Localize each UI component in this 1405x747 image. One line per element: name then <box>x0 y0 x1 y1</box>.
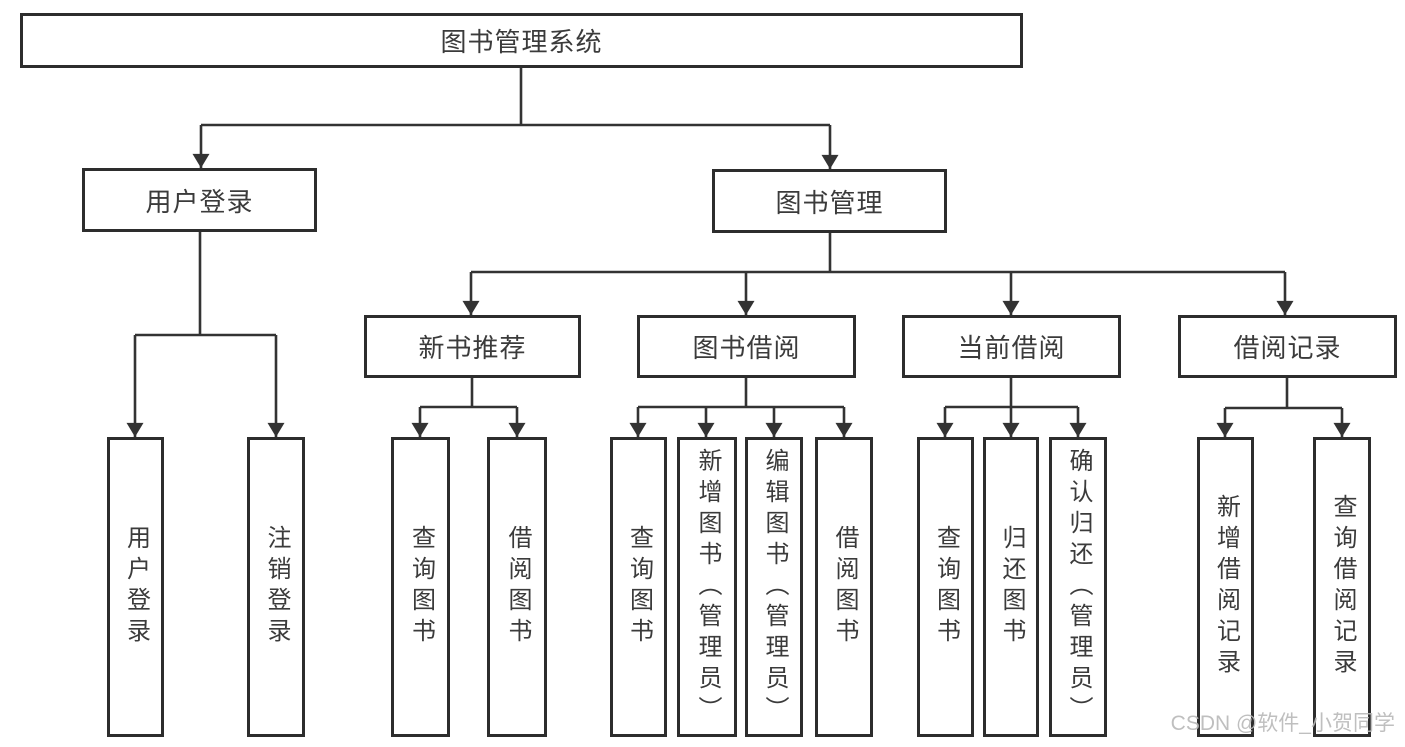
node-label: 查询借阅记录 <box>1329 494 1356 680</box>
node-label: 图书借阅 <box>692 333 801 363</box>
node-new-book-recommendation: 新书推荐 <box>364 315 581 378</box>
watermark: CSDN @软件_小贺同学 <box>1170 712 1395 735</box>
node-book-management: 图书管理 <box>712 169 947 233</box>
leaf-add-borrow-record: 新增借阅记录 <box>1197 437 1254 737</box>
node-label: 借阅图书 <box>504 525 531 649</box>
leaf-borrow-books-2: 借阅图书 <box>815 437 873 737</box>
leaf-borrow-books-1: 借阅图书 <box>487 437 547 737</box>
node-user-login: 用户登录 <box>82 168 317 232</box>
node-label: 新增借阅记录 <box>1212 494 1240 680</box>
leaf-query-books-3: 查询图书 <box>917 437 974 737</box>
node-label: 新书推荐 <box>418 333 527 363</box>
node-current-borrowing: 当前借阅 <box>902 315 1121 378</box>
node-label: 当前借阅 <box>957 333 1066 363</box>
node-label: 编辑图书（管理员） <box>761 447 788 727</box>
leaf-query-books-1: 查询图书 <box>391 437 450 737</box>
node-label: 注销登录 <box>263 525 290 649</box>
node-label: 归还图书 <box>998 525 1025 649</box>
leaf-query-borrow-record: 查询借阅记录 <box>1313 437 1371 737</box>
leaf-edit-books-admin: 编辑图书（管理员） <box>745 437 803 737</box>
node-label: 借阅记录 <box>1233 333 1342 363</box>
node-label: 查询图书 <box>932 525 960 649</box>
node-label: 用户登录 <box>145 186 254 217</box>
node-label: 确认归还（管理员） <box>1065 447 1092 727</box>
leaf-user-login: 用户登录 <box>107 437 164 737</box>
node-book-borrowing: 图书借阅 <box>637 315 856 378</box>
leaf-query-books-2: 查询图书 <box>610 437 667 737</box>
leaf-return-books: 归还图书 <box>983 437 1039 737</box>
node-label: 新增图书（管理员） <box>694 447 721 727</box>
node-label: 查询图书 <box>625 525 653 649</box>
node-label: 借阅图书 <box>831 525 858 649</box>
node-label: 查询图书 <box>407 525 435 649</box>
node-borrowing-records: 借阅记录 <box>1178 315 1397 378</box>
leaf-add-books-admin: 新增图书（管理员） <box>677 437 737 737</box>
node-library-management-system: 图书管理系统 <box>20 13 1023 68</box>
node-label: 图书管理 <box>775 187 884 218</box>
node-label: 用户登录 <box>122 525 150 649</box>
leaf-confirm-return-admin: 确认归还（管理员） <box>1049 437 1107 737</box>
leaf-logout: 注销登录 <box>247 437 305 737</box>
node-label: 图书管理系统 <box>440 27 603 57</box>
